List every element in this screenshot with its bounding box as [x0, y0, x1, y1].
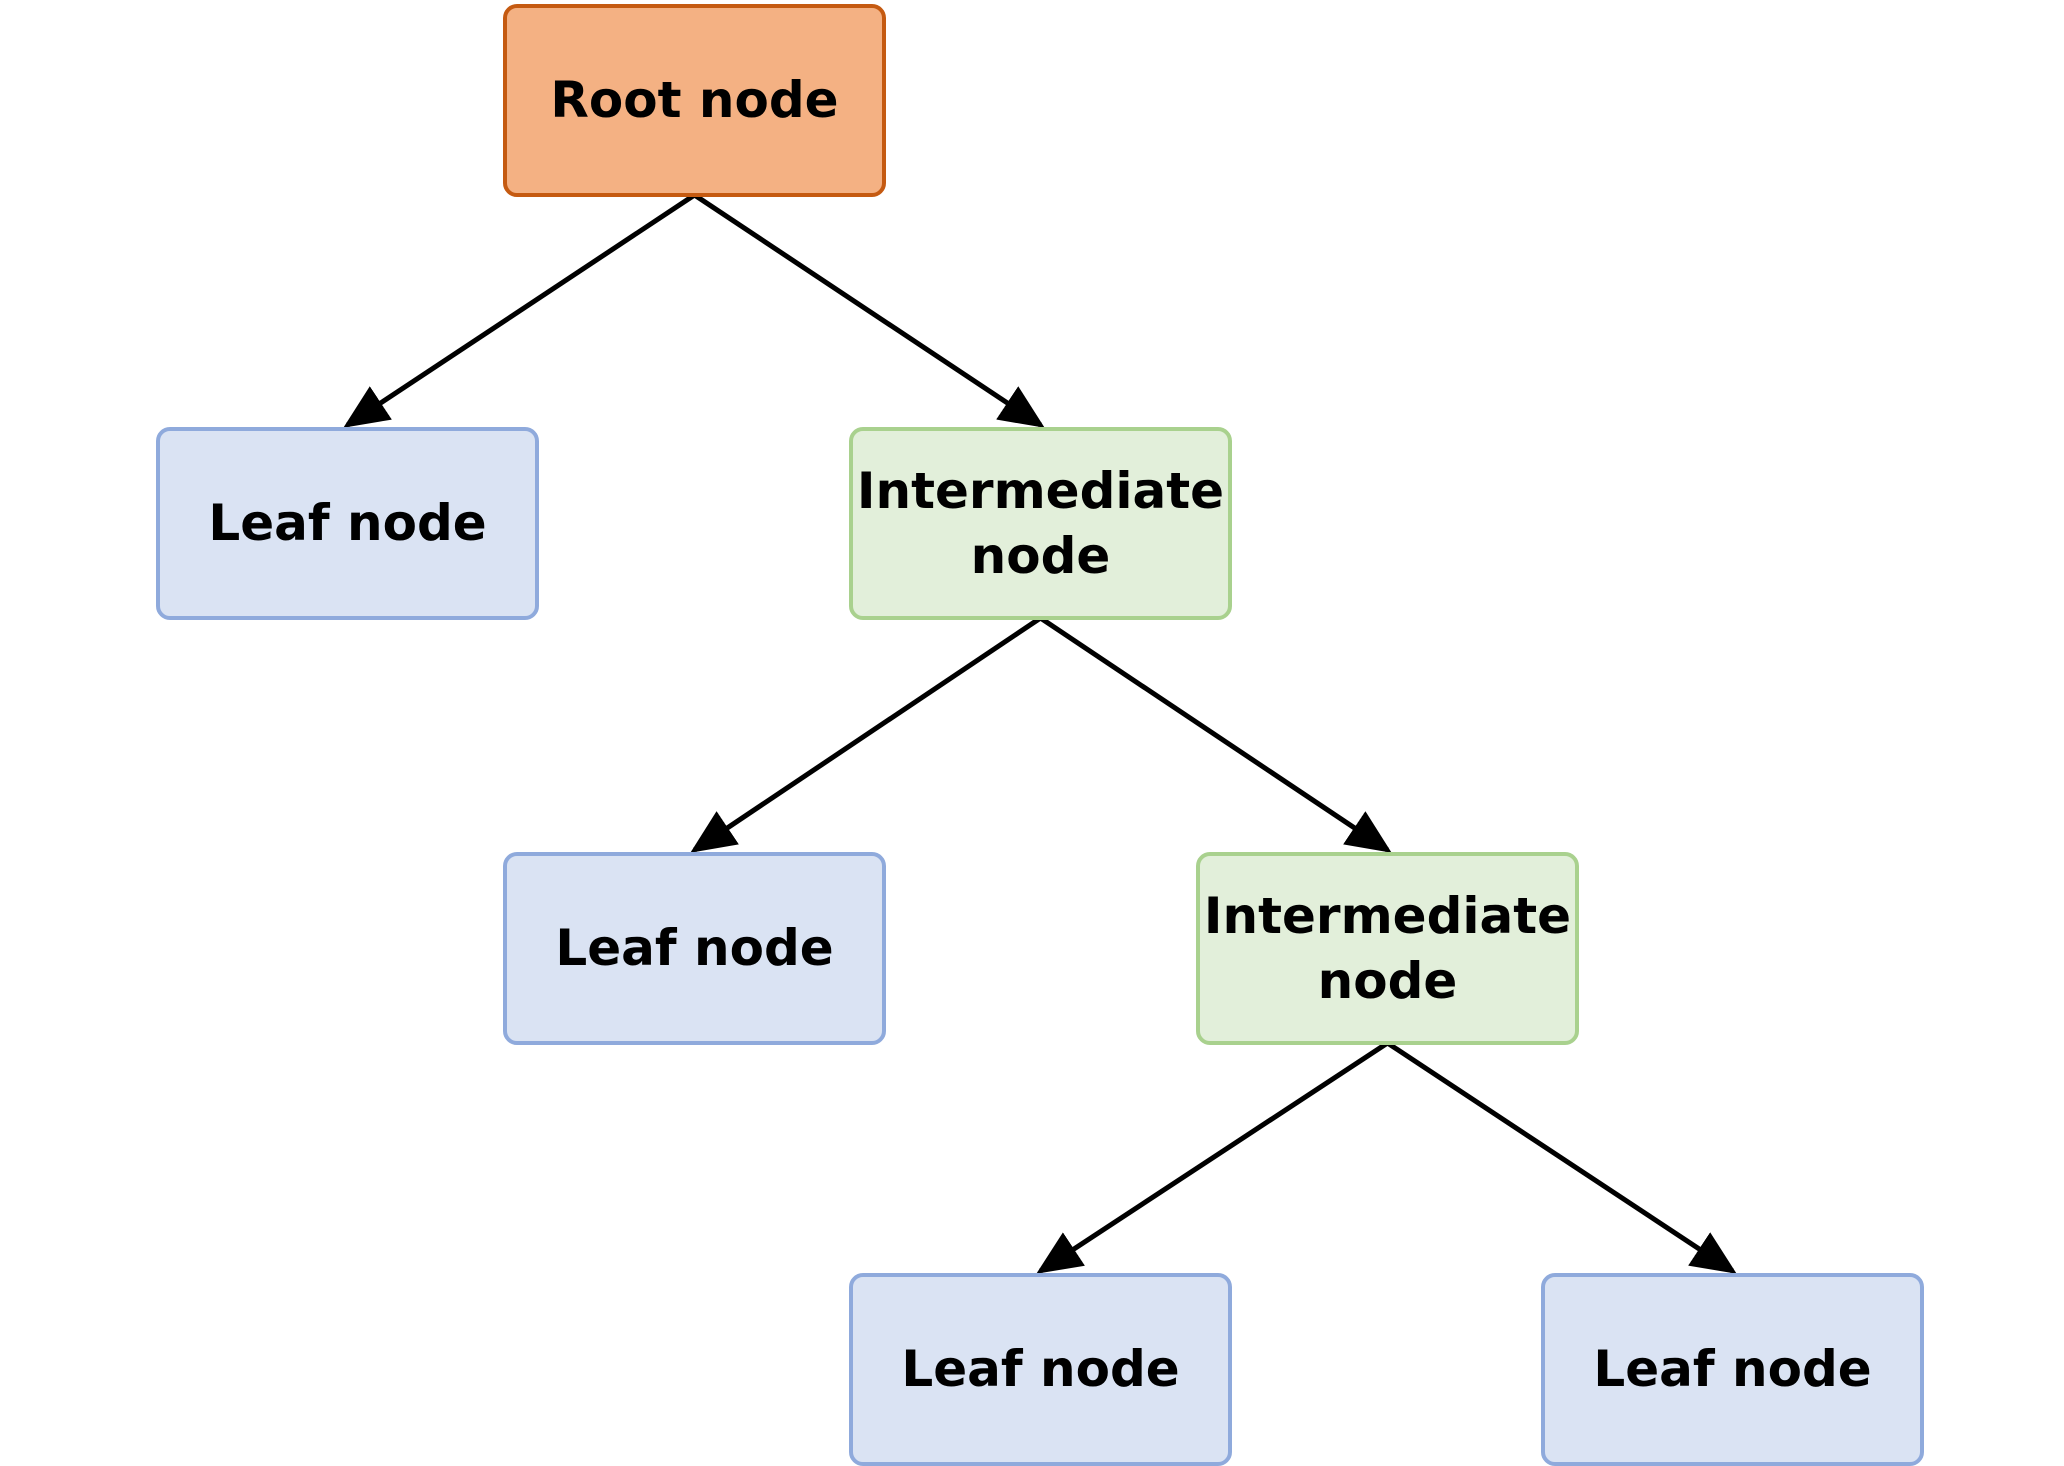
leaf-node: Leaf node: [849, 1273, 1232, 1466]
edge-arrow: [693, 192, 1045, 428]
intermediate-node-label: Intermediate node: [1203, 886, 1572, 1010]
leaf-node: Leaf node: [156, 427, 539, 620]
edge-arrow: [1386, 1040, 1737, 1274]
leaf-node-label: Leaf node: [1593, 1340, 1872, 1398]
edge-arrow: [1036, 1040, 1389, 1274]
leaf-node: Leaf node: [1541, 1273, 1924, 1466]
edge-arrow: [690, 615, 1042, 853]
leaf-node-label: Leaf node: [555, 919, 834, 977]
leaf-node: Leaf node: [503, 852, 886, 1045]
root-node: Root node: [503, 4, 886, 197]
edge-arrow: [1039, 615, 1392, 853]
intermediate-node-label: Intermediate node: [856, 461, 1225, 585]
root-node-label: Root node: [550, 71, 839, 129]
intermediate-node: Intermediate node: [1196, 852, 1579, 1045]
leaf-node-label: Leaf node: [208, 494, 487, 552]
leaf-node-label: Leaf node: [901, 1340, 1180, 1398]
intermediate-node: Intermediate node: [849, 427, 1232, 620]
edge-arrow: [343, 192, 696, 428]
